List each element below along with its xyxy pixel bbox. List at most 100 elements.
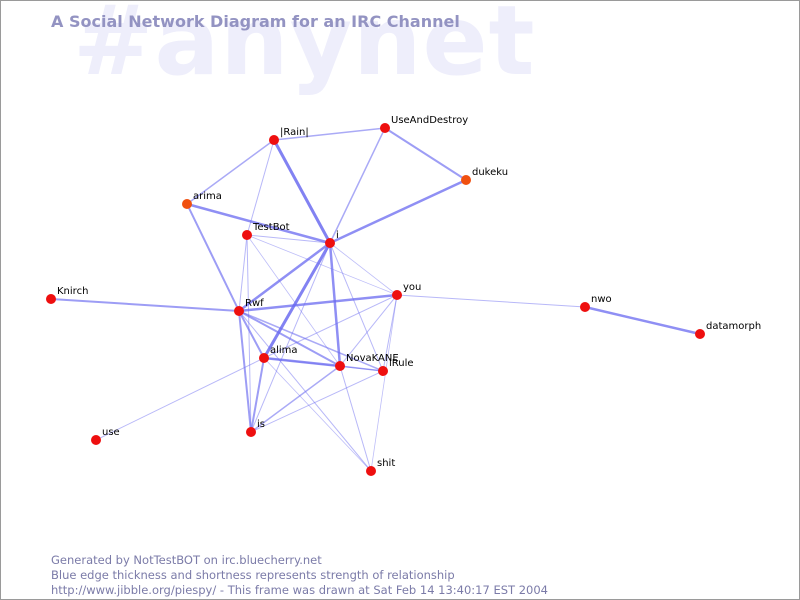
edge-useanddestroy-i bbox=[329, 127, 386, 244]
edge-i-novakane bbox=[328, 241, 342, 368]
node-testbot-dot[interactable] bbox=[242, 230, 252, 240]
edge-rwf-shit bbox=[238, 310, 372, 472]
edge-rain-useanddestroy bbox=[273, 127, 386, 141]
node-shit-label: shit bbox=[377, 458, 395, 469]
node-novakane-dot[interactable] bbox=[335, 361, 345, 371]
edge-alima-novakane bbox=[262, 356, 342, 368]
edge-you-irule bbox=[382, 294, 398, 372]
node-dukeku-label: dukeku bbox=[472, 167, 508, 178]
node-dukeku-dot[interactable] bbox=[461, 175, 471, 185]
edge-i-is bbox=[250, 242, 331, 433]
node-useanddestroy-label: UseAndDestroy bbox=[391, 115, 468, 126]
node-useanddestroy-dot[interactable] bbox=[380, 123, 390, 133]
node-datamorph[interactable]: datamorph bbox=[695, 321, 761, 339]
edge-arima-rwf bbox=[186, 203, 240, 312]
edge-rwf-alima bbox=[238, 310, 265, 359]
channel-watermark: #anynet bbox=[73, 0, 536, 97]
node-rwf-dot[interactable] bbox=[234, 306, 244, 316]
edge-layer bbox=[50, 127, 702, 472]
edge-novakane-is bbox=[250, 365, 341, 433]
edge-irule-is bbox=[250, 370, 384, 433]
edge-novakane-shit bbox=[339, 365, 372, 472]
node-rain-label: |Rain| bbox=[280, 127, 309, 138]
node-testbot[interactable]: TestBot bbox=[242, 222, 290, 240]
edge-rwf-irule bbox=[238, 310, 384, 372]
edge-i-alima bbox=[262, 241, 332, 360]
node-alima-label: alima bbox=[270, 345, 298, 356]
node-nwo-label: nwo bbox=[591, 294, 612, 305]
node-knirch-dot[interactable] bbox=[46, 294, 56, 304]
edge-you-shit bbox=[370, 294, 398, 472]
edge-knirch-rwf bbox=[50, 298, 240, 312]
node-testbot-label: TestBot bbox=[252, 222, 290, 233]
node-irule-dot[interactable] bbox=[378, 366, 388, 376]
node-alima-dot[interactable] bbox=[259, 353, 269, 363]
edge-i-you bbox=[329, 242, 398, 296]
node-you-dot[interactable] bbox=[392, 290, 402, 300]
edge-i-rwf bbox=[237, 241, 332, 313]
edge-rain-testbot bbox=[246, 139, 275, 236]
footer: Generated by NotTestBOT on irc.bluecherr… bbox=[51, 553, 548, 598]
edge-testbot-novakane bbox=[246, 234, 341, 367]
node-irule-label: iRule bbox=[389, 358, 414, 369]
edge-rain-i bbox=[272, 138, 332, 245]
diagram-title: A Social Network Diagram for an IRC Chan… bbox=[51, 12, 460, 31]
footer-legend-line: Blue edge thickness and shortness repres… bbox=[51, 568, 455, 582]
edge-testbot-is bbox=[246, 234, 252, 433]
node-i-label: i bbox=[336, 230, 339, 241]
node-rain-dot[interactable] bbox=[269, 135, 279, 145]
edge-testbot-i bbox=[246, 234, 331, 244]
edge-you-nwo bbox=[396, 294, 586, 308]
edge-rwf-is bbox=[238, 310, 252, 433]
node-use-dot[interactable] bbox=[91, 435, 101, 445]
edge-arima-i bbox=[185, 202, 332, 245]
node-use[interactable]: use bbox=[91, 427, 120, 445]
node-is-dot[interactable] bbox=[246, 427, 256, 437]
node-rain[interactable]: |Rain| bbox=[269, 127, 309, 145]
node-you-label: you bbox=[403, 282, 421, 293]
footer-url-line: http://www.jibble.org/piespy/ - This fra… bbox=[51, 583, 548, 597]
node-novakane-label: NovaKANE bbox=[346, 353, 399, 364]
edge-you-novakane bbox=[339, 294, 398, 367]
node-you[interactable]: you bbox=[392, 282, 421, 300]
node-knirch[interactable]: Knirch bbox=[46, 286, 88, 304]
edge-testbot-rwf bbox=[238, 234, 248, 312]
node-arima-dot[interactable] bbox=[182, 199, 192, 209]
node-is[interactable]: is bbox=[246, 419, 265, 437]
edge-useanddestroy-dukeku bbox=[384, 127, 467, 181]
node-rwf-label: Rwf bbox=[245, 298, 264, 309]
edge-rain-arima bbox=[186, 139, 275, 205]
node-irule[interactable]: iRule bbox=[378, 358, 414, 376]
node-is-label: is bbox=[257, 419, 265, 430]
node-datamorph-dot[interactable] bbox=[695, 329, 705, 339]
edge-testbot-you bbox=[246, 234, 398, 296]
edge-novakane-irule bbox=[339, 365, 384, 372]
node-i-dot[interactable] bbox=[325, 238, 335, 248]
edge-dukeku-i bbox=[328, 178, 468, 245]
edge-i-irule bbox=[329, 242, 384, 372]
edge-you-alima bbox=[263, 294, 398, 359]
node-i[interactable]: i bbox=[325, 230, 339, 248]
node-arima[interactable]: arima bbox=[182, 191, 222, 209]
node-nwo[interactable]: nwo bbox=[580, 294, 612, 312]
node-alima[interactable]: alima bbox=[259, 345, 298, 363]
edge-alima-is bbox=[250, 357, 265, 433]
node-nwo-dot[interactable] bbox=[580, 302, 590, 312]
edge-nwo-datamorph bbox=[583, 305, 702, 336]
node-knirch-label: Knirch bbox=[57, 286, 88, 297]
node-shit-dot[interactable] bbox=[366, 466, 376, 476]
edge-alima-use bbox=[95, 357, 265, 441]
node-shit[interactable]: shit bbox=[366, 458, 395, 476]
node-novakane[interactable]: NovaKANE bbox=[335, 353, 399, 371]
edge-rwf-you bbox=[237, 293, 399, 313]
node-useanddestroy[interactable]: UseAndDestroy bbox=[380, 115, 468, 133]
node-use-label: use bbox=[102, 427, 120, 438]
node-arima-label: arima bbox=[193, 191, 222, 202]
footer-generator-line: Generated by NotTestBOT on irc.bluecherr… bbox=[51, 553, 322, 567]
edge-rwf-novakane bbox=[238, 310, 341, 367]
node-rwf[interactable]: Rwf bbox=[234, 298, 264, 316]
node-dukeku[interactable]: dukeku bbox=[461, 167, 508, 185]
node-datamorph-label: datamorph bbox=[706, 321, 761, 332]
